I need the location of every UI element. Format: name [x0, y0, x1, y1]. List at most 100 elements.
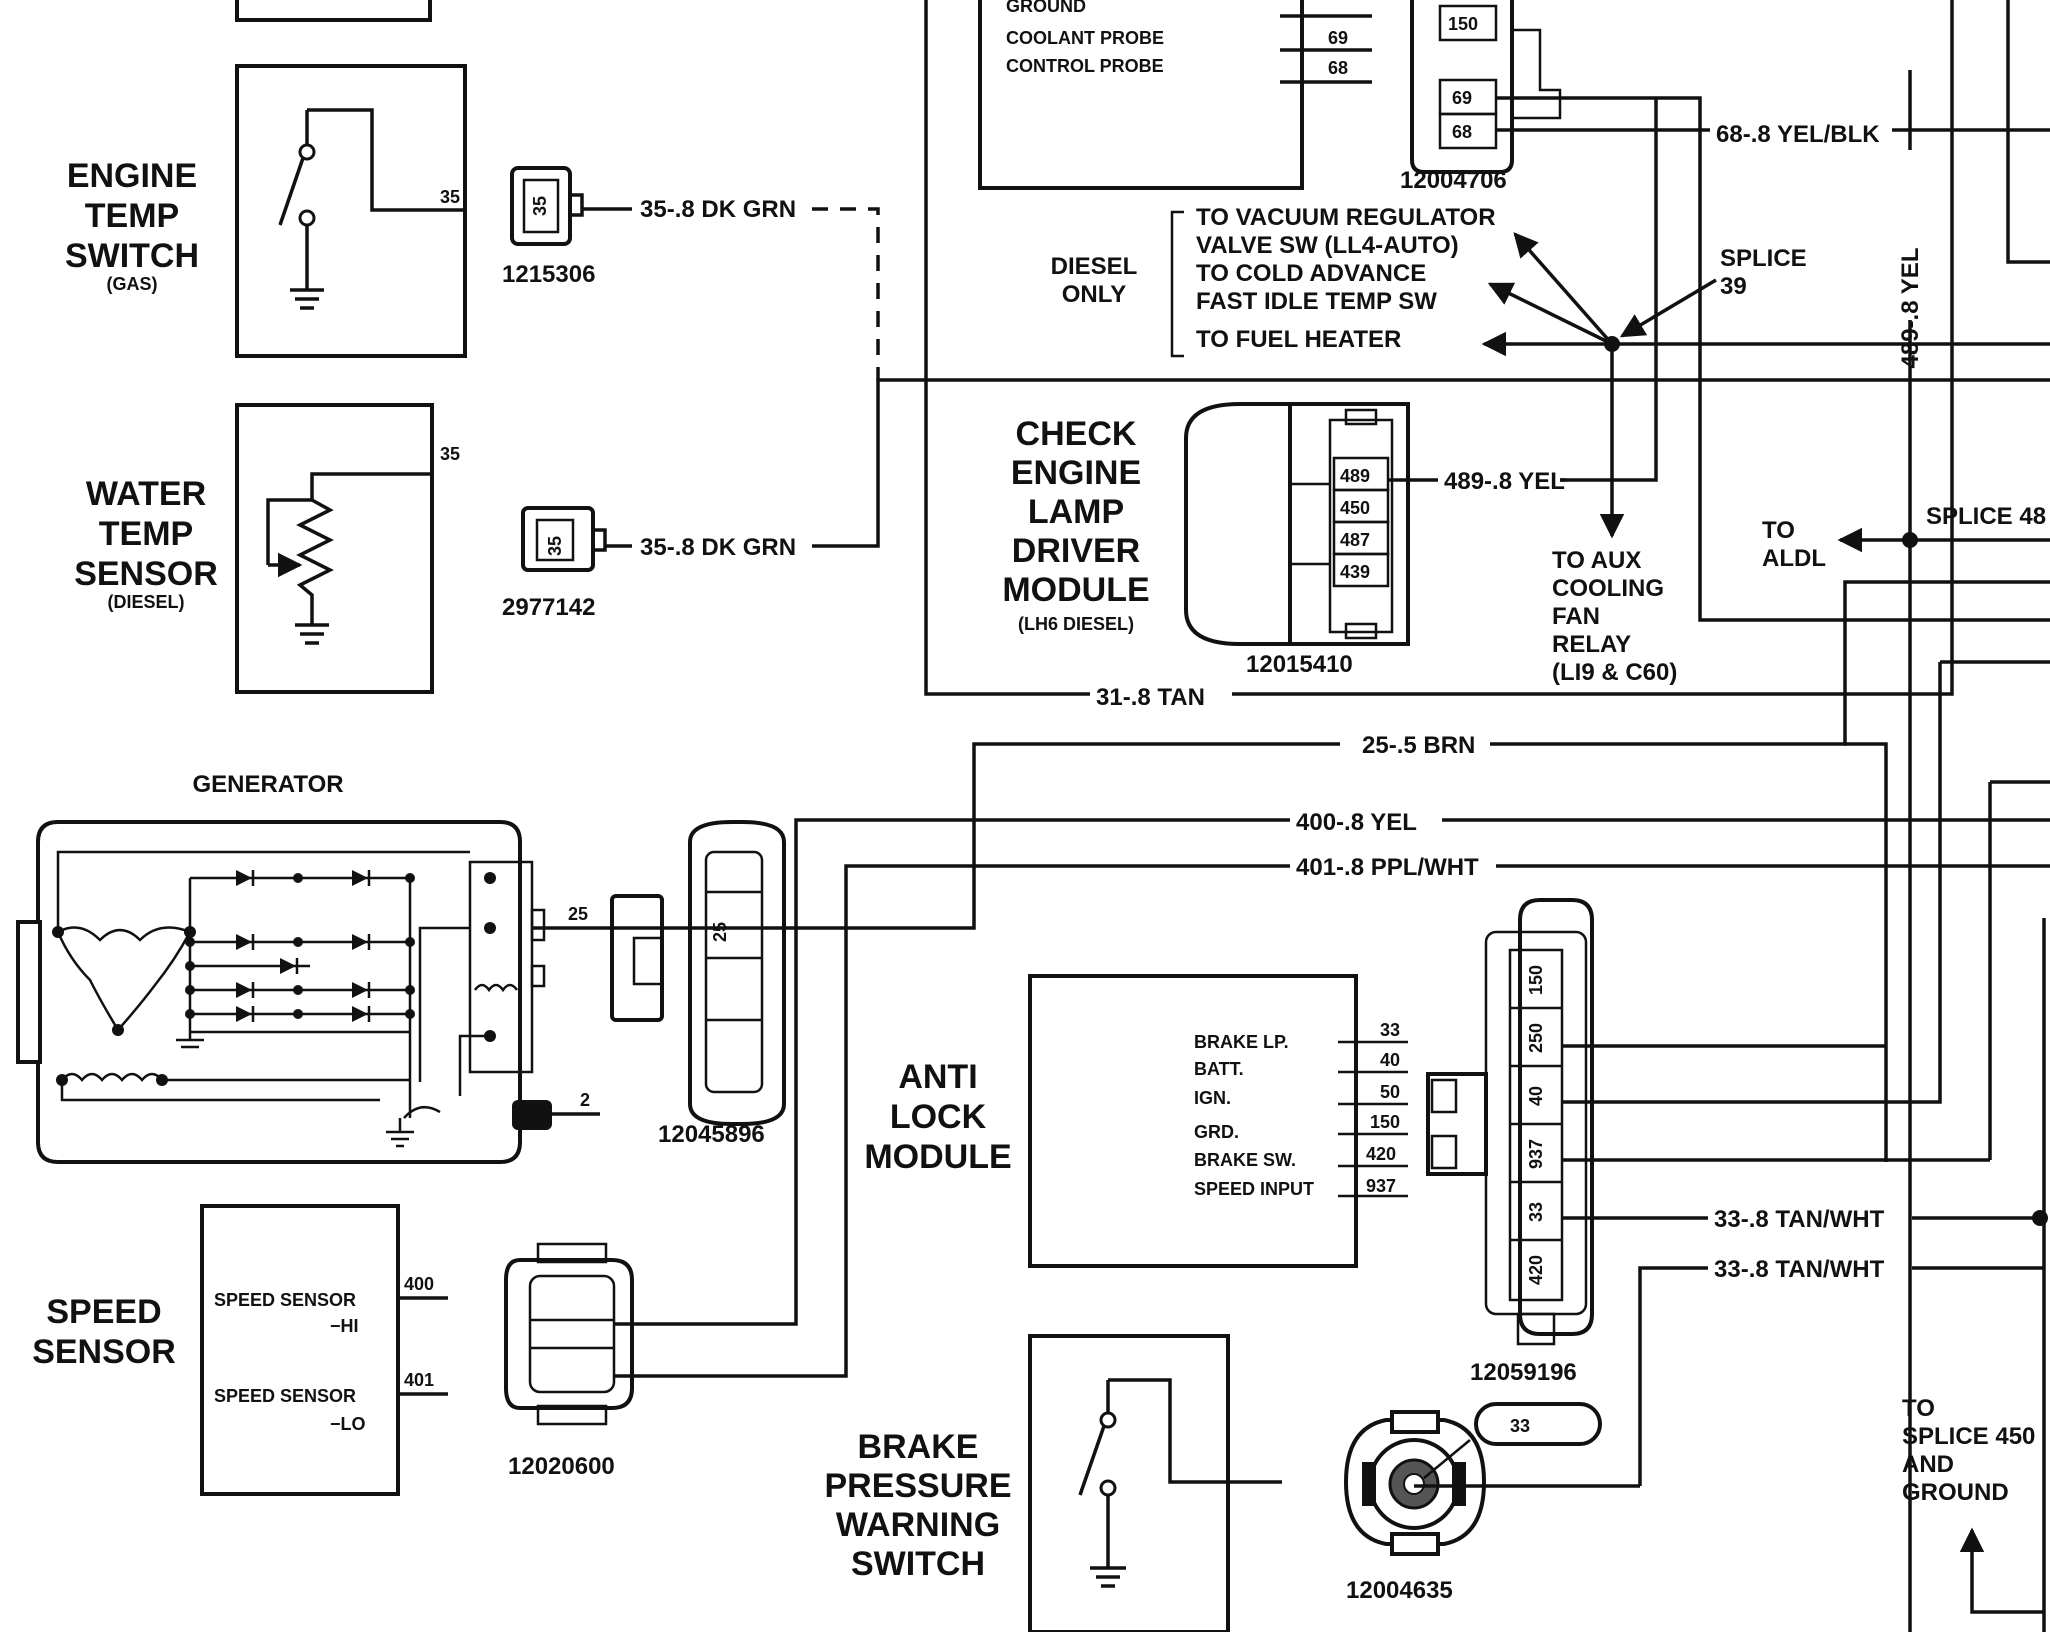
- svg-text:(GAS): (GAS): [107, 274, 158, 294]
- connector-1215306: 35 1215306: [502, 166, 595, 288]
- svg-text:ENGINE: ENGINE: [67, 157, 197, 195]
- svg-text:ONLY: ONLY: [1062, 281, 1126, 308]
- svg-text:TEMP: TEMP: [85, 197, 179, 235]
- svg-text:COOLANT PROBE: COOLANT PROBE: [1006, 28, 1164, 48]
- wire-400-label: 400-.8 YEL: [1296, 809, 1417, 836]
- destinations: TO VACUUM REGULATOR VALVE SW (LL4-AUTO) …: [1196, 204, 1496, 353]
- svg-text:TO COLD ADVANCE: TO COLD ADVANCE: [1196, 260, 1426, 287]
- svg-text:TO AUX: TO AUX: [1552, 547, 1641, 574]
- water-temp-sensor: 35: [235, 403, 460, 694]
- svg-text:SWITCH: SWITCH: [851, 1545, 985, 1583]
- svg-text:BRAKE LP.: BRAKE LP.: [1194, 1032, 1289, 1052]
- svg-text:69: 69: [1328, 28, 1348, 48]
- connector-1215306-part: 1215306: [502, 261, 595, 288]
- wire-401-label: 401-.8 PPL/WHT: [1296, 854, 1479, 881]
- check-engine-module: 489 450 487 439 12015410: [1184, 402, 1410, 678]
- svg-text:35: 35: [530, 196, 550, 216]
- svg-text:33: 33: [1380, 1020, 1400, 1040]
- svg-text:487: 487: [1340, 530, 1370, 550]
- svg-text:39: 39: [1720, 273, 1747, 300]
- connector-12059196-part: 12059196: [1470, 1359, 1577, 1386]
- svg-text:33: 33: [1526, 1202, 1546, 1222]
- svg-text:WATER: WATER: [86, 475, 206, 513]
- svg-text:RELAY: RELAY: [1552, 631, 1631, 658]
- partial-box-top: [235, 0, 432, 22]
- connector-2977142-part: 2977142: [502, 594, 595, 621]
- splice-39-dot: [1604, 336, 1620, 352]
- connector-12045896-part: 12045896: [658, 1121, 765, 1148]
- svg-text:SENSOR: SENSOR: [74, 555, 218, 593]
- top-module: GROUND COOLANT PROBE CONTROL PROBE 69 68: [978, 0, 1372, 190]
- water-temp-sensor-title: WATER TEMP SENSOR (DIESEL): [74, 475, 218, 612]
- generator: 25 2: [16, 820, 600, 1164]
- svg-text:SWITCH: SWITCH: [65, 237, 199, 275]
- wts-pin: 35: [440, 444, 460, 464]
- svg-text:SPEED SENSOR: SPEED SENSOR: [214, 1290, 356, 1310]
- diesel-only-note: DIESEL ONLY: [1051, 210, 1184, 358]
- connector-12020600: 12020600: [504, 1242, 634, 1480]
- speed-sensor: SPEED SENSOR −HI SPEED SENSOR −LO 400 40…: [200, 1204, 448, 1496]
- svg-text:(LI9 & C60): (LI9 & C60): [1552, 659, 1677, 686]
- svg-text:−HI: −HI: [330, 1316, 359, 1336]
- brake-switch-title: BRAKE PRESSURE WARNING SWITCH: [824, 1428, 1011, 1583]
- svg-text:FAN: FAN: [1552, 603, 1600, 630]
- svg-text:SPEED INPUT: SPEED INPUT: [1194, 1179, 1314, 1199]
- connector-12045896: 25 12045896: [610, 820, 786, 1148]
- wire-31-label: 31-.8 TAN: [1096, 684, 1205, 711]
- svg-text:GROUND: GROUND: [1902, 1479, 2009, 1506]
- wire-489-label: 489-.8 YEL: [1444, 468, 1565, 495]
- svg-text:TO FUEL HEATER: TO FUEL HEATER: [1196, 326, 1401, 353]
- svg-text:(LH6 DIESEL): (LH6 DIESEL): [1018, 614, 1134, 634]
- svg-text:40: 40: [1526, 1086, 1546, 1106]
- svg-text:937: 937: [1366, 1176, 1396, 1196]
- svg-text:69: 69: [1452, 88, 1472, 108]
- connector-12004635: 33 12004635: [1343, 1402, 1602, 1604]
- svg-text:450: 450: [1340, 498, 1370, 518]
- svg-text:TEMP: TEMP: [99, 515, 193, 553]
- svg-text:LAMP: LAMP: [1028, 493, 1124, 531]
- svg-text:PRESSURE: PRESSURE: [824, 1467, 1011, 1505]
- wire-33a-label: 33-.8 TAN/WHT: [1714, 1206, 1885, 1233]
- svg-text:SPEED SENSOR: SPEED SENSOR: [214, 1386, 356, 1406]
- svg-text:CHECK: CHECK: [1016, 415, 1137, 453]
- svg-text:LOCK: LOCK: [890, 1098, 987, 1136]
- svg-text:TO: TO: [1902, 1395, 1935, 1422]
- anti-lock-title: ANTI LOCK MODULE: [864, 1058, 1011, 1176]
- svg-text:SPEED: SPEED: [46, 1293, 161, 1331]
- svg-text:FAST IDLE TEMP SW: FAST IDLE TEMP SW: [1196, 288, 1437, 315]
- svg-text:IGN.: IGN.: [1194, 1088, 1231, 1108]
- svg-text:WARNING: WARNING: [836, 1506, 1000, 1544]
- svg-text:TO VACUUM REGULATOR: TO VACUUM REGULATOR: [1196, 204, 1496, 231]
- svg-text:ALDL: ALDL: [1762, 545, 1826, 572]
- connector-12059196: 150 250 40 937 33 420 12059196: [1426, 898, 1594, 1386]
- wire-33b-label: 33-.8 TAN/WHT: [1714, 1256, 1885, 1283]
- connector-12020600-part: 12020600: [508, 1453, 615, 1480]
- generator-pin-2: 2: [580, 1090, 590, 1110]
- svg-text:DRIVER: DRIVER: [1012, 532, 1140, 570]
- svg-text:937: 937: [1526, 1139, 1546, 1169]
- to-aldl-note: TO ALDL: [1762, 517, 1826, 572]
- svg-text:SPLICE 450: SPLICE 450: [1902, 1423, 2035, 1450]
- svg-text:68: 68: [1328, 58, 1348, 78]
- splice-48-label: SPLICE 48: [1926, 503, 2046, 530]
- svg-text:68: 68: [1452, 122, 1472, 142]
- wire-25-label: 25-.5 BRN: [1362, 732, 1475, 759]
- svg-text:CONTROL PROBE: CONTROL PROBE: [1006, 56, 1164, 76]
- speed-sensor-title: SPEED SENSOR: [32, 1293, 176, 1371]
- svg-text:ENGINE: ENGINE: [1011, 454, 1141, 492]
- to-aux-relay-note: TO AUX COOLING FAN RELAY (LI9 & C60): [1552, 547, 1677, 686]
- brake-pressure-switch: [1028, 1334, 1282, 1632]
- svg-text:−LO: −LO: [330, 1414, 366, 1434]
- connector-12004635-part: 12004635: [1346, 1577, 1453, 1604]
- svg-text:40: 40: [1380, 1050, 1400, 1070]
- svg-text:GROUND: GROUND: [1006, 0, 1086, 16]
- connector-12004706: 150 69 68 12004706: [1400, 0, 1562, 194]
- svg-text:BATT.: BATT.: [1194, 1059, 1244, 1079]
- svg-text:(DIESEL): (DIESEL): [107, 592, 184, 612]
- wire-35-gas-label: 35-.8 DK GRN: [640, 196, 796, 223]
- wire-35-diesel-label: 35-.8 DK GRN: [640, 534, 796, 561]
- svg-text:33: 33: [1510, 1416, 1530, 1436]
- svg-text:150: 150: [1526, 965, 1546, 995]
- svg-text:MODULE: MODULE: [864, 1138, 1011, 1176]
